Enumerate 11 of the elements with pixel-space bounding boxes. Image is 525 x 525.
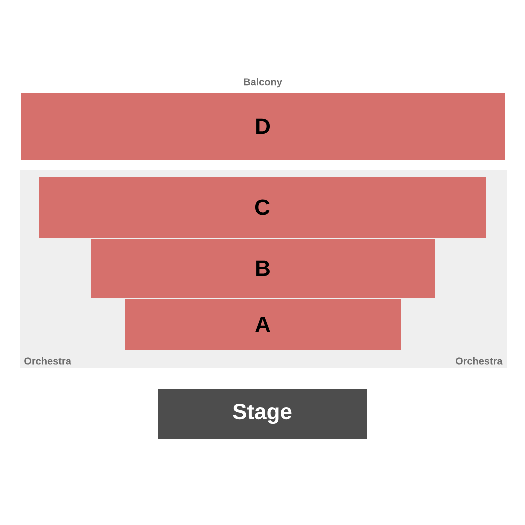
node-label: A — [256, 316, 270, 332]
seating-section: B — [91, 239, 435, 298]
area-label: Balcony — [244, 78, 282, 88]
node-label: B — [256, 260, 270, 276]
seating-section: D — [21, 93, 505, 160]
seating-section: C — [39, 177, 486, 238]
area-label: Orchestra — [456, 357, 503, 365]
stage-box: Stage — [158, 389, 367, 439]
seating-section: A — [125, 299, 401, 350]
node-label: C — [255, 200, 270, 216]
area-label: Orchestra — [24, 357, 72, 365]
